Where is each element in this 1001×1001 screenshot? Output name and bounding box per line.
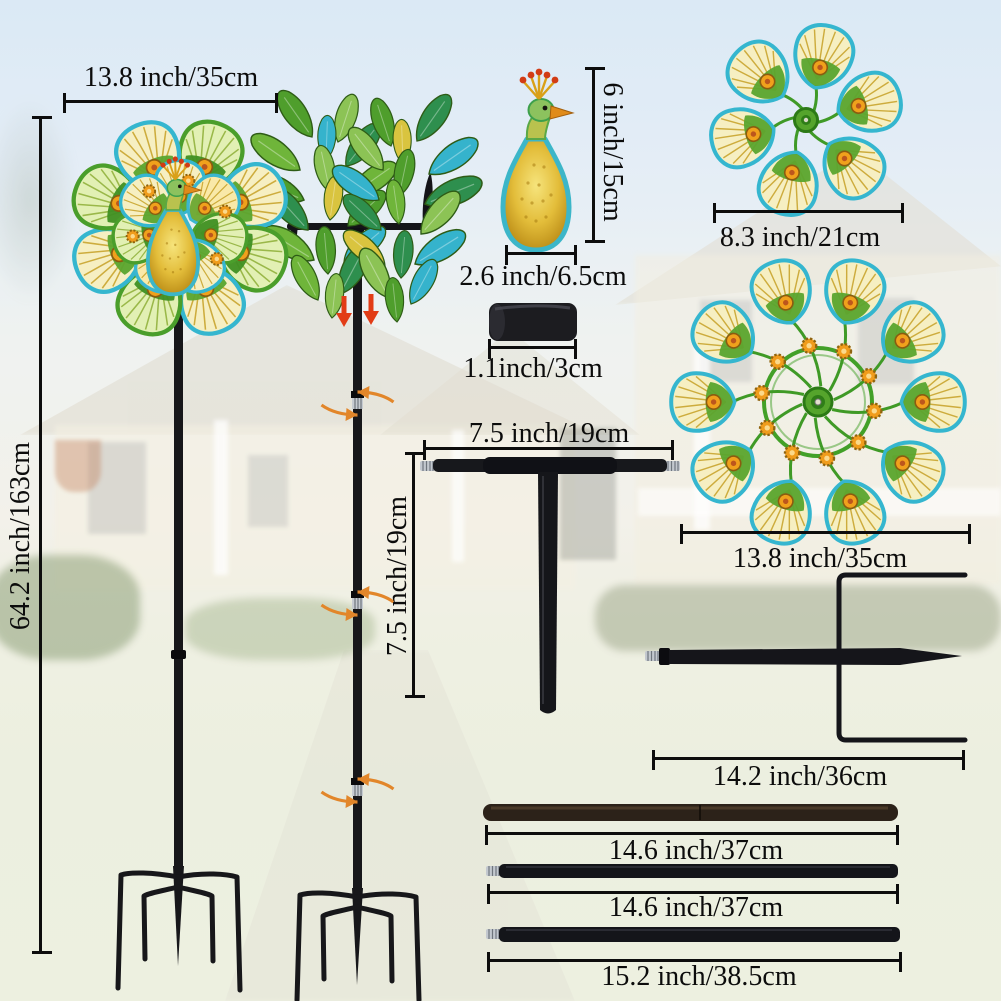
spinner-jewel (769, 353, 787, 371)
peacock-ornament (503, 69, 573, 250)
spinner-jewel (818, 449, 836, 467)
connector-tube (489, 303, 577, 341)
dim-line-peacock-height (585, 67, 605, 243)
pole-joint (351, 591, 364, 609)
t-connector (419, 457, 681, 714)
dim-line-connector-tube (488, 339, 577, 359)
spinner-hub (814, 398, 822, 406)
bushes-left (0, 555, 140, 660)
dim-line-pole-3 (487, 952, 902, 972)
dim-line-pole-1 (485, 825, 899, 845)
spinner-jewel (800, 337, 818, 355)
porch-post (214, 420, 228, 575)
foliage-leaf (270, 84, 322, 145)
dim-label-small-spinner: 8.3 inch/21cm (719, 222, 881, 253)
stake1-pole-and-base (115, 295, 243, 993)
ground-fork-stake (644, 572, 968, 743)
spinner-petal (671, 373, 734, 431)
dim-label-t-connector-width: 7.5 inch/19cm (468, 418, 630, 449)
dim-line-spinner1-width (63, 93, 278, 113)
spinner-jewel (835, 342, 853, 360)
flower-pot (55, 440, 101, 492)
window (248, 455, 288, 527)
spinner-jewel (142, 184, 157, 199)
spinner-jewel (209, 251, 224, 266)
spinner-jewel (783, 444, 801, 462)
spinner-jewel (758, 419, 776, 437)
spinner-jewel (849, 433, 867, 451)
spinner-ring (770, 354, 866, 450)
small-spinner (705, 19, 907, 221)
dim-label-t-connector-height: 7.5 inch/19cm (382, 495, 413, 657)
spinner-jewel (218, 204, 233, 219)
dim-label-pole-1: 14.6 inch/37cm (608, 835, 784, 866)
dim-label-ground-stake: 14.2 inch/36cm (712, 761, 888, 792)
dim-line-large-spinner (680, 524, 971, 544)
dim-line-total-height (32, 116, 52, 954)
spinner-petal (682, 292, 767, 376)
dim-label-spinner1-width: 13.8 inch/35cm (83, 62, 259, 93)
dim-label-pole-3: 15.2 inch/38.5cm (601, 961, 797, 992)
spinner-petal (869, 428, 954, 512)
dim-label-total-height: 64.2 inch/163cm (5, 441, 36, 631)
front-door (560, 428, 616, 560)
dim-line-peacock-width (505, 245, 577, 265)
dim-label-large-spinner: 13.8 inch/35cm (732, 543, 908, 574)
spinner-petal (745, 473, 819, 551)
spinner-jewel (125, 229, 140, 244)
hedge-row (595, 585, 1001, 651)
dim-line-small-spinner (713, 203, 904, 223)
dim-label-pole-2: 14.6 inch/37cm (608, 892, 784, 923)
pole-joint (351, 778, 364, 796)
dim-label-connector-tube: 1.1inch/3cm (463, 353, 603, 384)
dim-line-t-connector-height (405, 452, 425, 698)
foliage-leaf (390, 229, 416, 280)
foliage-leaf (407, 88, 459, 149)
pole-joint (351, 391, 364, 409)
porch-railing (638, 488, 1001, 516)
spinner-petal (717, 31, 802, 116)
foliage-leaf (382, 276, 407, 324)
foliage-leaf (313, 225, 339, 276)
dim-label-peacock-height: 6 inch/15cm (597, 82, 628, 222)
spinner-jewel (865, 402, 883, 420)
spinner-jewel (860, 367, 878, 385)
spinner-ring (762, 346, 874, 458)
down-arrow-icon (363, 294, 379, 325)
dim-line-pole-2 (487, 884, 899, 904)
extension-poles (483, 804, 900, 942)
spinner-petal (745, 253, 819, 331)
window (88, 442, 146, 534)
spinner-petal (816, 253, 890, 331)
dim-line-ground-stake (652, 750, 965, 770)
grass-tufts (185, 598, 375, 660)
spinner-petal (809, 123, 894, 208)
house-wall-left (55, 425, 575, 590)
spinner-hub (803, 117, 809, 123)
dim-line-t-connector-width (423, 440, 674, 460)
spinner-petal (902, 373, 965, 431)
spinner-petal (816, 473, 890, 551)
large-spinner (671, 253, 965, 550)
spinner-jewel (753, 384, 771, 402)
dim-label-peacock-width: 2.6 inch/6.5cm (459, 261, 627, 292)
stake2-pole-and-base (286, 171, 435, 1001)
